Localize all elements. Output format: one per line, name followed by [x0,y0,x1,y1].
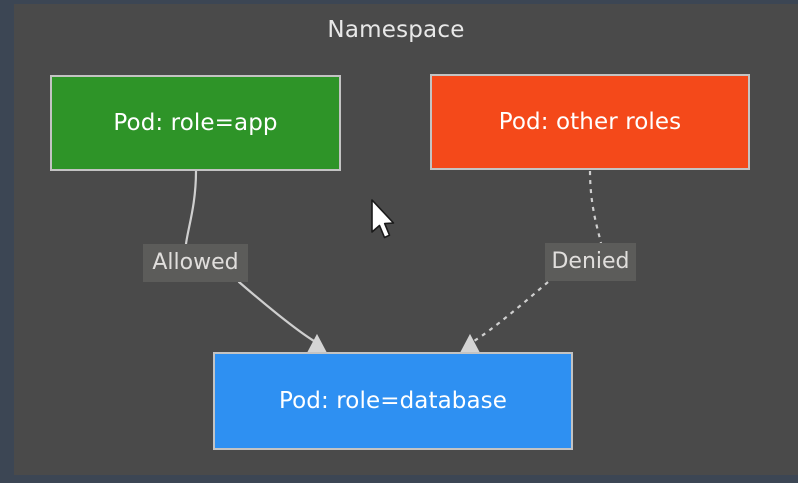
node-pod-role-database-label: Pod: role=database [278,388,508,414]
node-pod-role-database[interactable]: Pod: role=database [213,352,573,450]
edge-label-denied: Denied [545,243,636,281]
edge-label-allowed: Allowed [143,244,248,282]
namespace-title: Namespace [327,17,465,43]
node-pod-role-app-label: Pod: role=app [113,110,278,136]
node-pod-other-roles-label: Pod: other roles [498,109,682,135]
node-pod-other-roles[interactable]: Pod: other roles [430,74,750,170]
node-pod-role-app[interactable]: Pod: role=app [50,75,341,171]
